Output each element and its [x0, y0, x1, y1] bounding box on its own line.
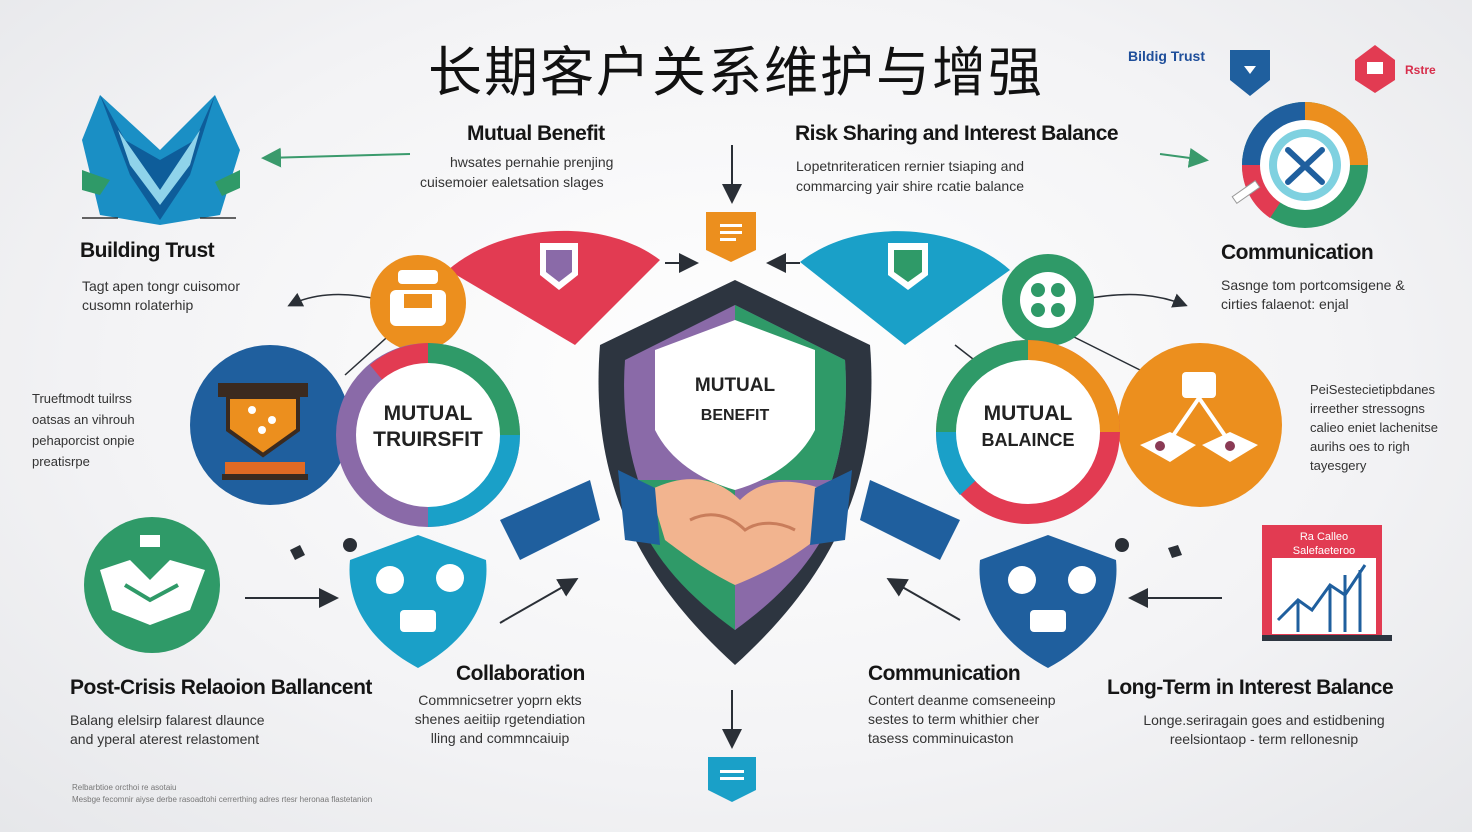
mutual-benefit-text-2: cuisemoier ealetsation slages: [420, 174, 604, 190]
right-side-text: PeiSestecietipbdanes irreether stressogn…: [1310, 380, 1438, 475]
right-side-text-3: calieo eniet lachenitse: [1310, 420, 1438, 435]
team-icon: [1002, 254, 1094, 346]
red-pennant: [448, 230, 660, 345]
communication-top-text-1: Sasnge tom portcomsigene &: [1221, 277, 1405, 293]
footnote-1: Relbarbtioe orcthoi re asotaiu: [72, 783, 177, 792]
building-trust-text-1: Tagt apen tongr cuisomor: [82, 278, 240, 294]
footnote-2: Mesbge fecomnir aiyse derbe rasoadtohi c…: [72, 795, 373, 804]
right-side-text-5: tayesgery: [1310, 458, 1367, 473]
building-trust-text-2: cusomn rolaterhip: [82, 297, 194, 313]
mutual-benefit-line-2: BENEFIT: [700, 407, 770, 424]
communication-shield: [979, 535, 1117, 668]
collaboration-text-1: Commnicsetrer yoprn ekts: [418, 692, 582, 708]
post-crisis-text-2: and yperal aterest relastoment: [70, 731, 260, 747]
right-side-text-4: aurihs oes to righ: [1310, 439, 1410, 454]
left-side-text-3: pehaporcist onpie: [32, 433, 135, 448]
handshake-circle-icon: [84, 517, 220, 653]
long-term-text-2: reelsiontaop - term rellonesnip: [1169, 731, 1359, 747]
orange-doc-badge: [706, 212, 756, 262]
mutual-balance-ring: [935, 340, 1120, 524]
communication-bottom-text-2: sestes to term whithier cher: [868, 711, 1040, 727]
mutual-balance-line-1: MUTUAL: [983, 402, 1073, 425]
post-crisis-heading: Post-Crisis Relaoion Ballancent: [70, 676, 372, 699]
post-crisis-text-1: Balang elelsirp falarest dlaunce: [70, 712, 265, 728]
teal-pennant: [800, 231, 1010, 345]
communication-bottom-text-3: tasess comminuicaston: [868, 730, 1014, 746]
mutual-benefit-line-1: MUTUAL: [694, 375, 776, 396]
communication-top-text-2: cirties falaenot: enjal: [1221, 296, 1349, 312]
left-side-text-4: preatisrpe: [32, 454, 90, 469]
collaboration-text-3: lling and commncaiuip: [430, 730, 570, 746]
risk-sharing-text-1: Lopetnriteraticen rernier tsiaping and: [796, 158, 1025, 174]
communication-wheel-icon: [1231, 102, 1368, 228]
mutual-balance-line-2: BALAINCE: [981, 430, 1075, 450]
chart-box-label-2: Salefaeteroo: [1292, 545, 1356, 557]
page-title: 长期客户关系维护与增强: [428, 41, 1044, 104]
building-trust-heading: Building Trust: [80, 239, 215, 262]
certificate-icon: [190, 345, 350, 505]
collaboration-heading: Collaboration: [456, 662, 585, 685]
trust-ribbon-icon: [82, 95, 240, 225]
left-side-text: Trueftmodt tuilrss oatsas an vihrouh peh…: [32, 388, 135, 472]
collaboration-shield: [349, 535, 487, 668]
chart-box-label-1: Ra Calleo: [1299, 531, 1349, 543]
arrow-to-trust: [261, 147, 411, 168]
mutual-trust-label: MUTUAL TRUIRSFIT: [358, 401, 498, 453]
mutual-trust-ring: [336, 343, 520, 527]
long-term-text-1: Longe.seriragain goes and estidbening: [1143, 712, 1385, 728]
arrow-to-communication: [1159, 147, 1209, 168]
risk-sharing-heading: Risk Sharing and Interest Balance: [795, 122, 1119, 145]
chart-box-label: Ra Calleo Salefaeteroo: [1274, 530, 1374, 558]
mutual-balance-label: MUTUAL BALAINCE: [958, 401, 1098, 453]
mutual-benefit-label: MUTUAL BENEFIT: [665, 371, 805, 431]
right-side-text-2: irreether stressogns: [1310, 401, 1425, 416]
growth-chart-icon: [1262, 525, 1392, 641]
mutual-trust-line-2: TRUIRSFIT: [373, 428, 483, 451]
long-term-heading: Long-Term in Interest Balance: [1107, 676, 1394, 699]
central-shield: [598, 280, 872, 665]
right-side-text-1: PeiSestecietipbdanes: [1310, 382, 1436, 397]
communication-bottom-text-1: Contert deanme comseneeinp: [868, 692, 1056, 708]
worker-icon: [370, 255, 466, 351]
mutual-trust-line-1: MUTUAL: [383, 402, 473, 425]
network-icon: [1118, 343, 1282, 507]
left-side-text-1: Trueftmodt tuilrss: [32, 391, 132, 406]
collaboration-text-2: shenes aeitiip rgetendiation: [414, 711, 586, 727]
mutual-benefit-heading: Mutual Benefit: [467, 122, 605, 145]
risk-sharing-text-2: commarcing yair shire rcatie balance: [796, 178, 1024, 194]
communication-bottom-heading: Communication: [868, 662, 1021, 685]
restore-badge-label: Rstre: [1405, 63, 1436, 77]
mutual-benefit-text-1: hwsates pernahie prenjing: [450, 154, 614, 170]
building-trust-badge-label: Bildig Trust: [1128, 48, 1205, 64]
left-side-text-2: oatsas an vihrouh: [32, 412, 135, 427]
communication-top-heading: Communication: [1221, 241, 1374, 264]
